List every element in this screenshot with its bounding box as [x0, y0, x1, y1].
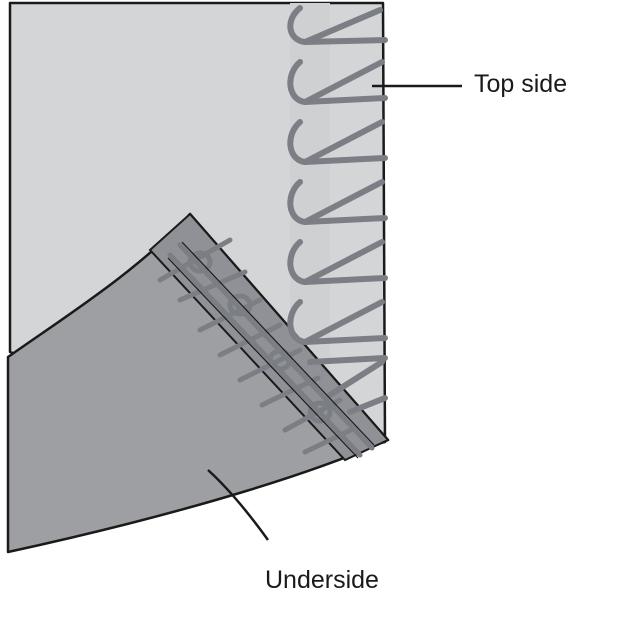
chain-stitches [157, 237, 375, 458]
underside-leader-line [207, 469, 270, 541]
overcast-stitches [287, 5, 388, 415]
top-side-label: Top side [474, 70, 568, 98]
chain-stitch-outlines [167, 241, 375, 459]
underside-label: Underside [265, 566, 379, 594]
